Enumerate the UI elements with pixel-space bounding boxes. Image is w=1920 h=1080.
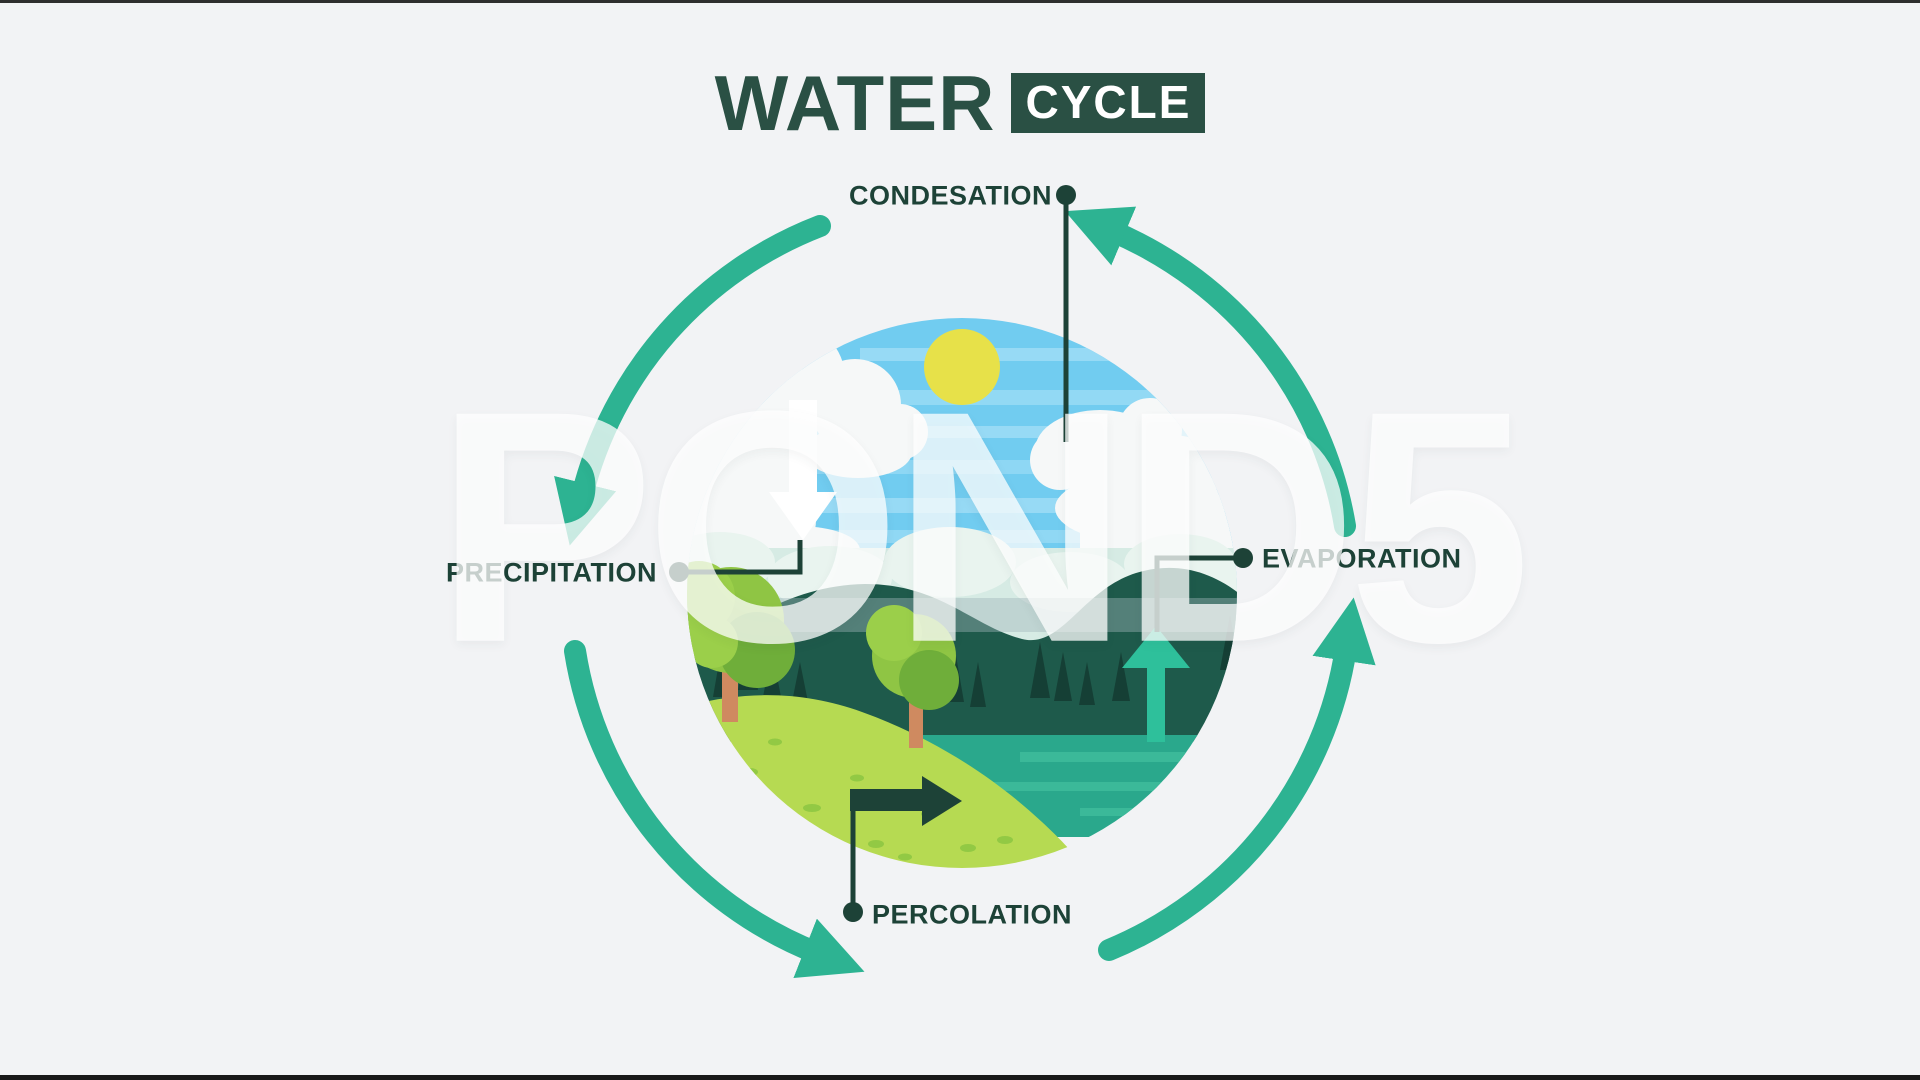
label-evaporation: EVAPORATION — [1262, 543, 1462, 574]
ring-arc-bottom-right — [1098, 597, 1376, 961]
label-precipitation: PRECIPITATION — [445, 557, 657, 588]
letterbox-bottom — [0, 1075, 1920, 1080]
precipitation-arrow-icon — [769, 400, 837, 540]
condensation-dot — [1056, 185, 1076, 205]
title-cycle-badge: CYCLE — [1011, 73, 1206, 133]
letterbox-top — [0, 0, 1920, 3]
evaporation-connector — [1154, 555, 1243, 632]
watermark-text: POND5 — [434, 341, 1532, 711]
ring-arc-top-left — [554, 215, 831, 546]
tree-left — [687, 561, 795, 722]
precipitation-connector — [679, 540, 803, 575]
cycle-ring — [554, 206, 1376, 978]
ring-arc-bottom-left — [564, 640, 865, 978]
connectors — [679, 204, 1243, 912]
connector-dots — [669, 185, 1253, 922]
precipitation-dot — [669, 562, 689, 582]
ring-arc-top-right — [1064, 206, 1356, 537]
title-water: WATER — [714, 59, 996, 147]
tree-right — [866, 605, 959, 748]
percolation-arrow-icon — [850, 776, 962, 826]
grass — [687, 695, 1092, 868]
sun — [924, 329, 1000, 405]
label-condensation: CONDESATION — [848, 180, 1052, 211]
evaporation-arrow-icon — [1122, 626, 1190, 742]
label-percolation: PERCOLATION — [872, 899, 1072, 930]
page-title: WATER CYCLE — [0, 64, 1920, 142]
percolation-dot — [843, 902, 863, 922]
evaporation-dot — [1233, 548, 1253, 568]
